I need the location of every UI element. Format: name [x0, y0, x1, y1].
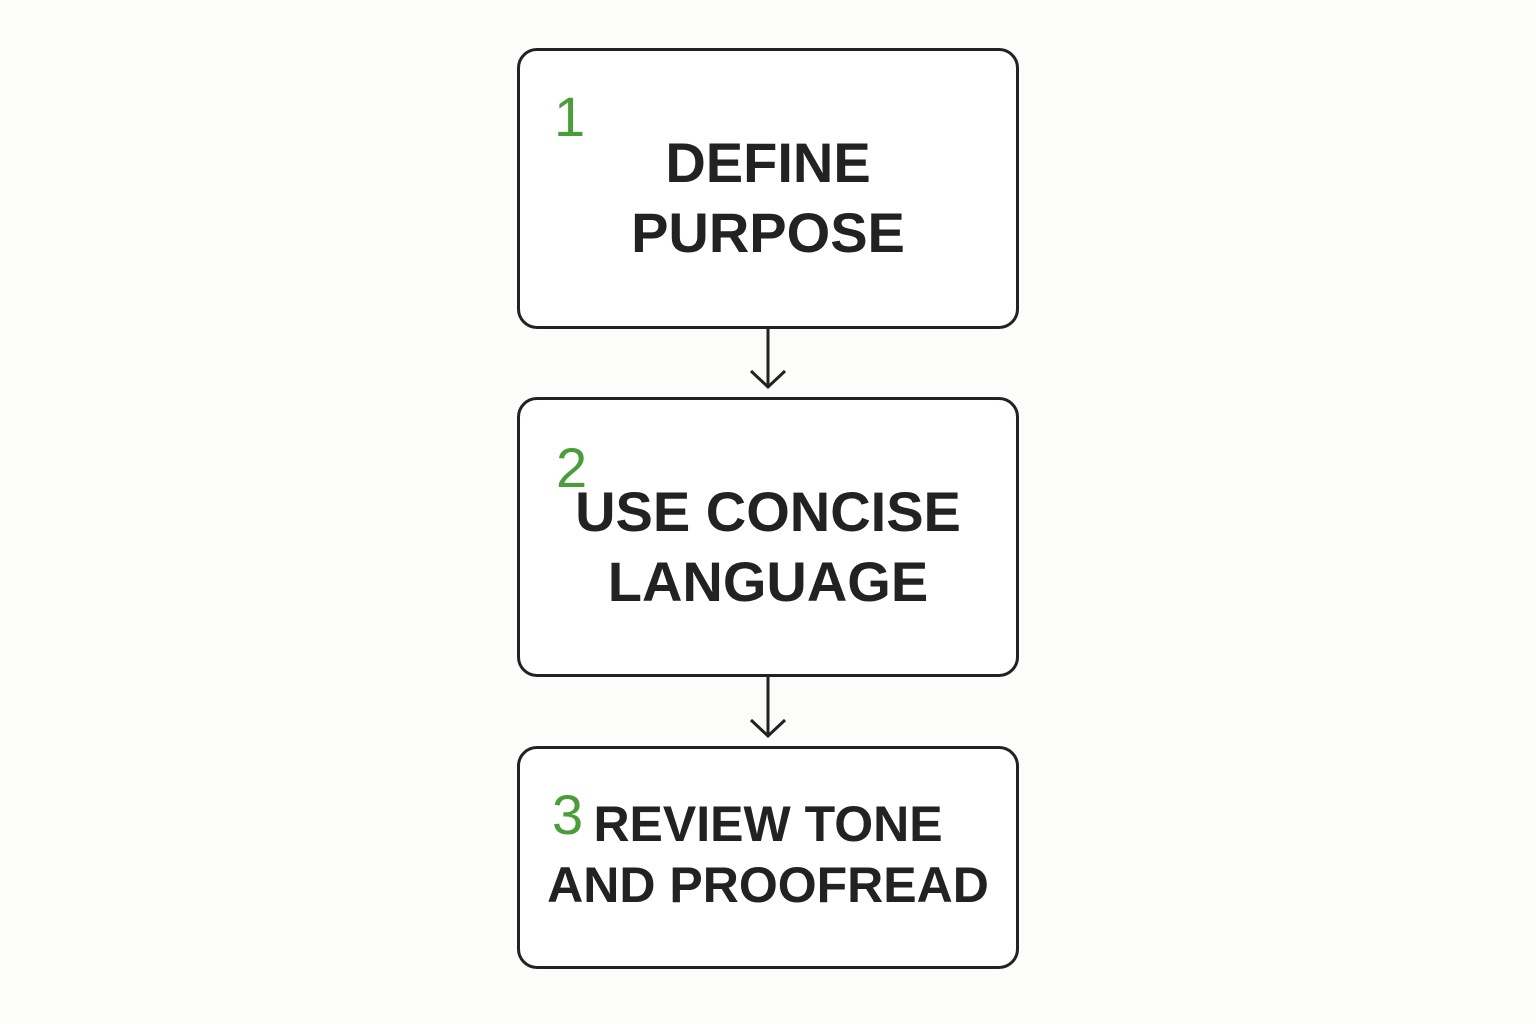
step-label-line: DEFINE [665, 131, 871, 194]
step-label: REVIEW TONE AND PROOFREAD [520, 794, 1016, 916]
step-label: DEFINE PURPOSE [520, 128, 1016, 268]
step-label-line: AND PROOFREAD [547, 857, 989, 913]
step-number: 3 [552, 783, 584, 846]
step-box-define-purpose: 1 DEFINE PURPOSE [517, 48, 1019, 329]
step-box-use-concise-language: 2 USE CONCISE LANGUAGE [517, 397, 1019, 677]
step-label-line: PURPOSE [631, 201, 905, 264]
step-box-review-tone: 3 REVIEW TONE AND PROOFREAD [517, 746, 1019, 969]
step-number: 1 [554, 85, 586, 148]
arrow-down-icon [749, 329, 787, 390]
step-label-line: LANGUAGE [607, 550, 929, 613]
step-label-line: USE CONCISE [575, 480, 961, 543]
arrow-down-icon [749, 677, 787, 739]
step-number: 2 [556, 436, 588, 499]
step-label: USE CONCISE LANGUAGE [520, 477, 1016, 617]
step-label-line: REVIEW TONE [593, 796, 943, 852]
